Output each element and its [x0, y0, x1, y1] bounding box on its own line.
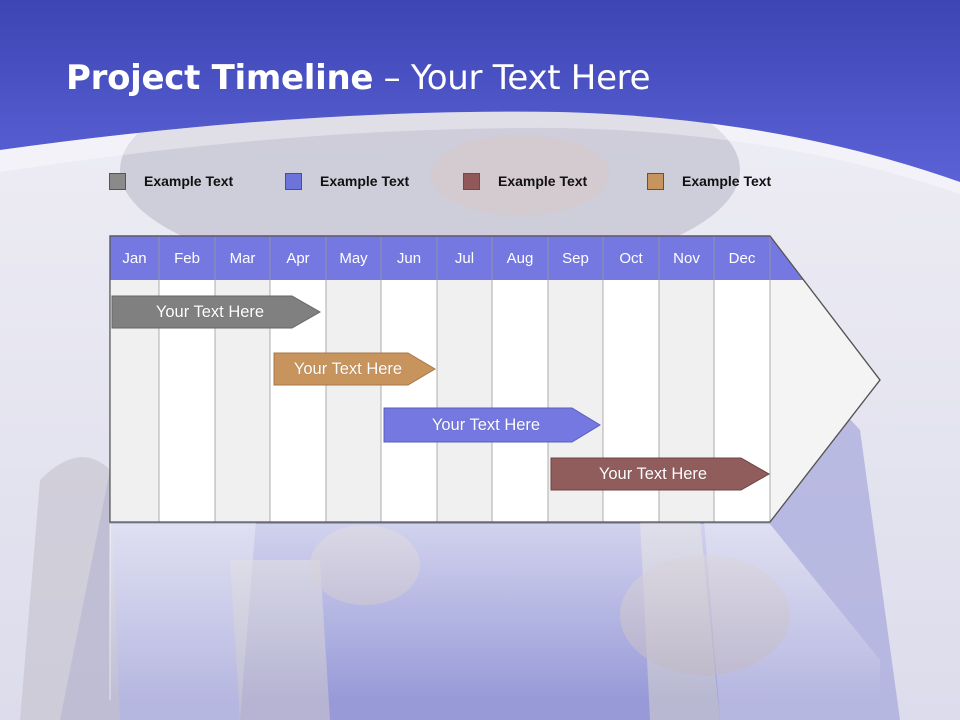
month-column — [492, 280, 548, 522]
month-label-jul: Jul — [454, 250, 475, 267]
month-band — [110, 236, 770, 280]
month-label-mar: Mar — [229, 250, 256, 267]
legend-swatch — [647, 172, 664, 190]
task-arrow-1 — [111, 295, 322, 329]
task-arrow-4 — [550, 457, 771, 491]
task-label-3: Your Text Here — [431, 416, 541, 434]
legend-swatch — [285, 172, 302, 190]
column-dividers — [158, 236, 771, 522]
timeline-reflection — [110, 524, 880, 700]
task-arrow-2 — [273, 352, 436, 386]
legend-label: Example Text — [682, 173, 772, 189]
month-label-sep: Sep — [562, 250, 589, 267]
month-column — [381, 280, 437, 522]
month-label-apr: Apr — [286, 250, 310, 267]
month-label-oct: Oct — [619, 250, 643, 267]
legend-label: Example Text — [144, 173, 234, 189]
title-rest: – Your Text Here — [373, 58, 651, 98]
task-arrow-3 — [383, 407, 601, 443]
task-label-1: Your Text Here — [155, 303, 265, 321]
month-label-nov: Nov — [673, 250, 700, 267]
legend-label: Example Text — [320, 173, 410, 189]
month-column — [437, 280, 492, 522]
task-label-2: Your Text Here — [293, 360, 403, 378]
title-bold: Project Timeline — [66, 58, 374, 98]
month-label-jan: Jan — [122, 250, 147, 267]
legend-swatch — [463, 172, 480, 190]
legend-item-1: Example Text — [109, 170, 233, 192]
legend-item-3: Example Text — [463, 170, 587, 192]
timeline-outline — [109, 235, 881, 523]
month-label-aug: Aug — [506, 250, 534, 267]
month-column — [326, 280, 381, 522]
month-label-may: May — [339, 250, 368, 267]
legend-item-4: Example Text — [647, 170, 771, 192]
legend-item-2: Example Text — [285, 170, 409, 192]
month-label-dec: Dec — [728, 250, 756, 267]
task-label-4: Your Text Here — [598, 465, 708, 483]
month-label-feb: Feb — [174, 250, 200, 267]
page-title: Project Timeline – Your Text Here — [66, 58, 651, 98]
legend-label: Example Text — [498, 173, 588, 189]
legend-swatch — [109, 172, 126, 190]
month-label-jun: Jun — [396, 250, 422, 267]
